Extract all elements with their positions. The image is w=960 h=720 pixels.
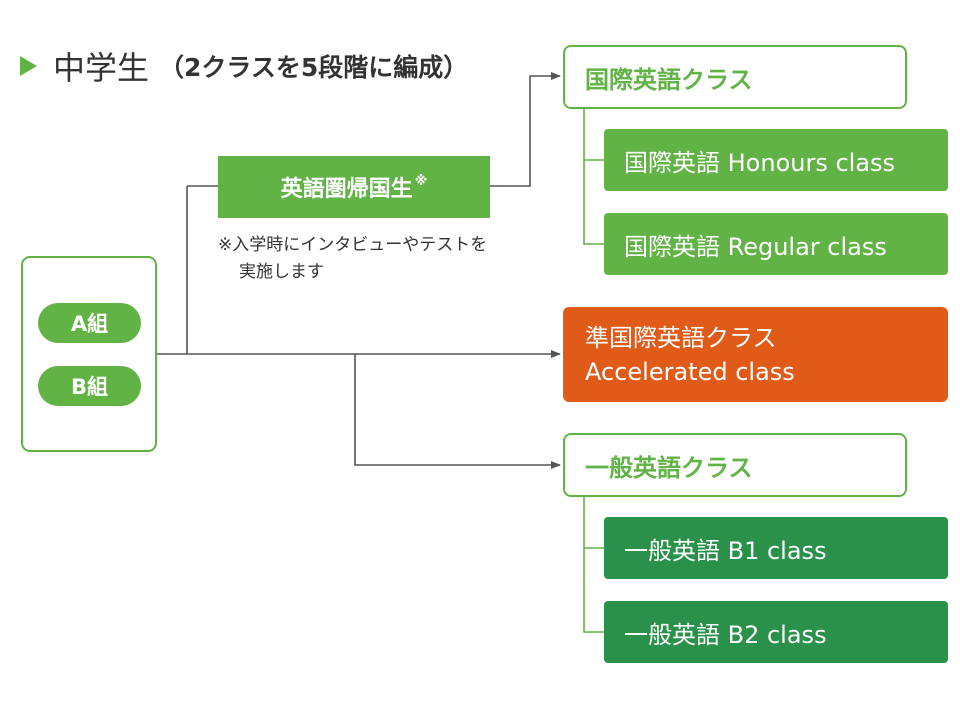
accelerated-class-box: 準国際英語クラス Accelerated class (563, 307, 948, 402)
accelerated-label-en: Accelerated class (585, 357, 795, 386)
group-b-pill: B組 (38, 366, 141, 406)
title-main: 中学生 (53, 49, 150, 87)
triangle-bullet-icon (20, 56, 37, 76)
international-honours-label: 国際英語 Honours class (624, 148, 896, 177)
group-a-label: A組 (70, 312, 109, 336)
international-class-box: 国際英語クラス (563, 45, 907, 109)
group-a-pill: A組 (38, 303, 141, 343)
general-b1-label: 一般英語 B1 class (624, 536, 827, 565)
connector-returnee-to-international (490, 72, 561, 187)
connector-to-general (354, 354, 561, 469)
returnee-label: 英語圏帰国生 (280, 177, 413, 202)
note-line-2: 実施します (239, 262, 324, 282)
general-b2-box: 一般英語 B2 class (604, 601, 948, 663)
note-line-1: ※入学時にインタビューやテストを (218, 235, 488, 255)
student-group-box (21, 256, 157, 452)
connector-general-subclasses (583, 496, 604, 633)
returnee-box: 英語圏帰国生※ (218, 156, 490, 218)
page-title: 中学生 （2クラスを5段階に編成） (20, 44, 468, 88)
international-class-label: 国際英語クラス (585, 65, 753, 94)
connector-international-subclasses (583, 108, 604, 245)
general-class-label: 一般英語クラス (585, 453, 753, 482)
returnee-note: ※入学時にインタビューやテストを 実施します (218, 232, 548, 286)
international-regular-box: 国際英語 Regular class (604, 213, 948, 275)
general-class-box: 一般英語クラス (563, 433, 907, 497)
international-regular-label: 国際英語 Regular class (624, 232, 887, 261)
title-subtitle: （2クラスを5段階に編成） (159, 53, 469, 82)
international-honours-box: 国際英語 Honours class (604, 129, 948, 191)
general-b2-label: 一般英語 B2 class (624, 620, 827, 649)
returnee-note-mark: ※ (414, 173, 428, 189)
general-b1-box: 一般英語 B1 class (604, 517, 948, 579)
accelerated-label-ja: 準国際英語クラス (585, 323, 777, 352)
group-b-label: B組 (70, 375, 108, 399)
